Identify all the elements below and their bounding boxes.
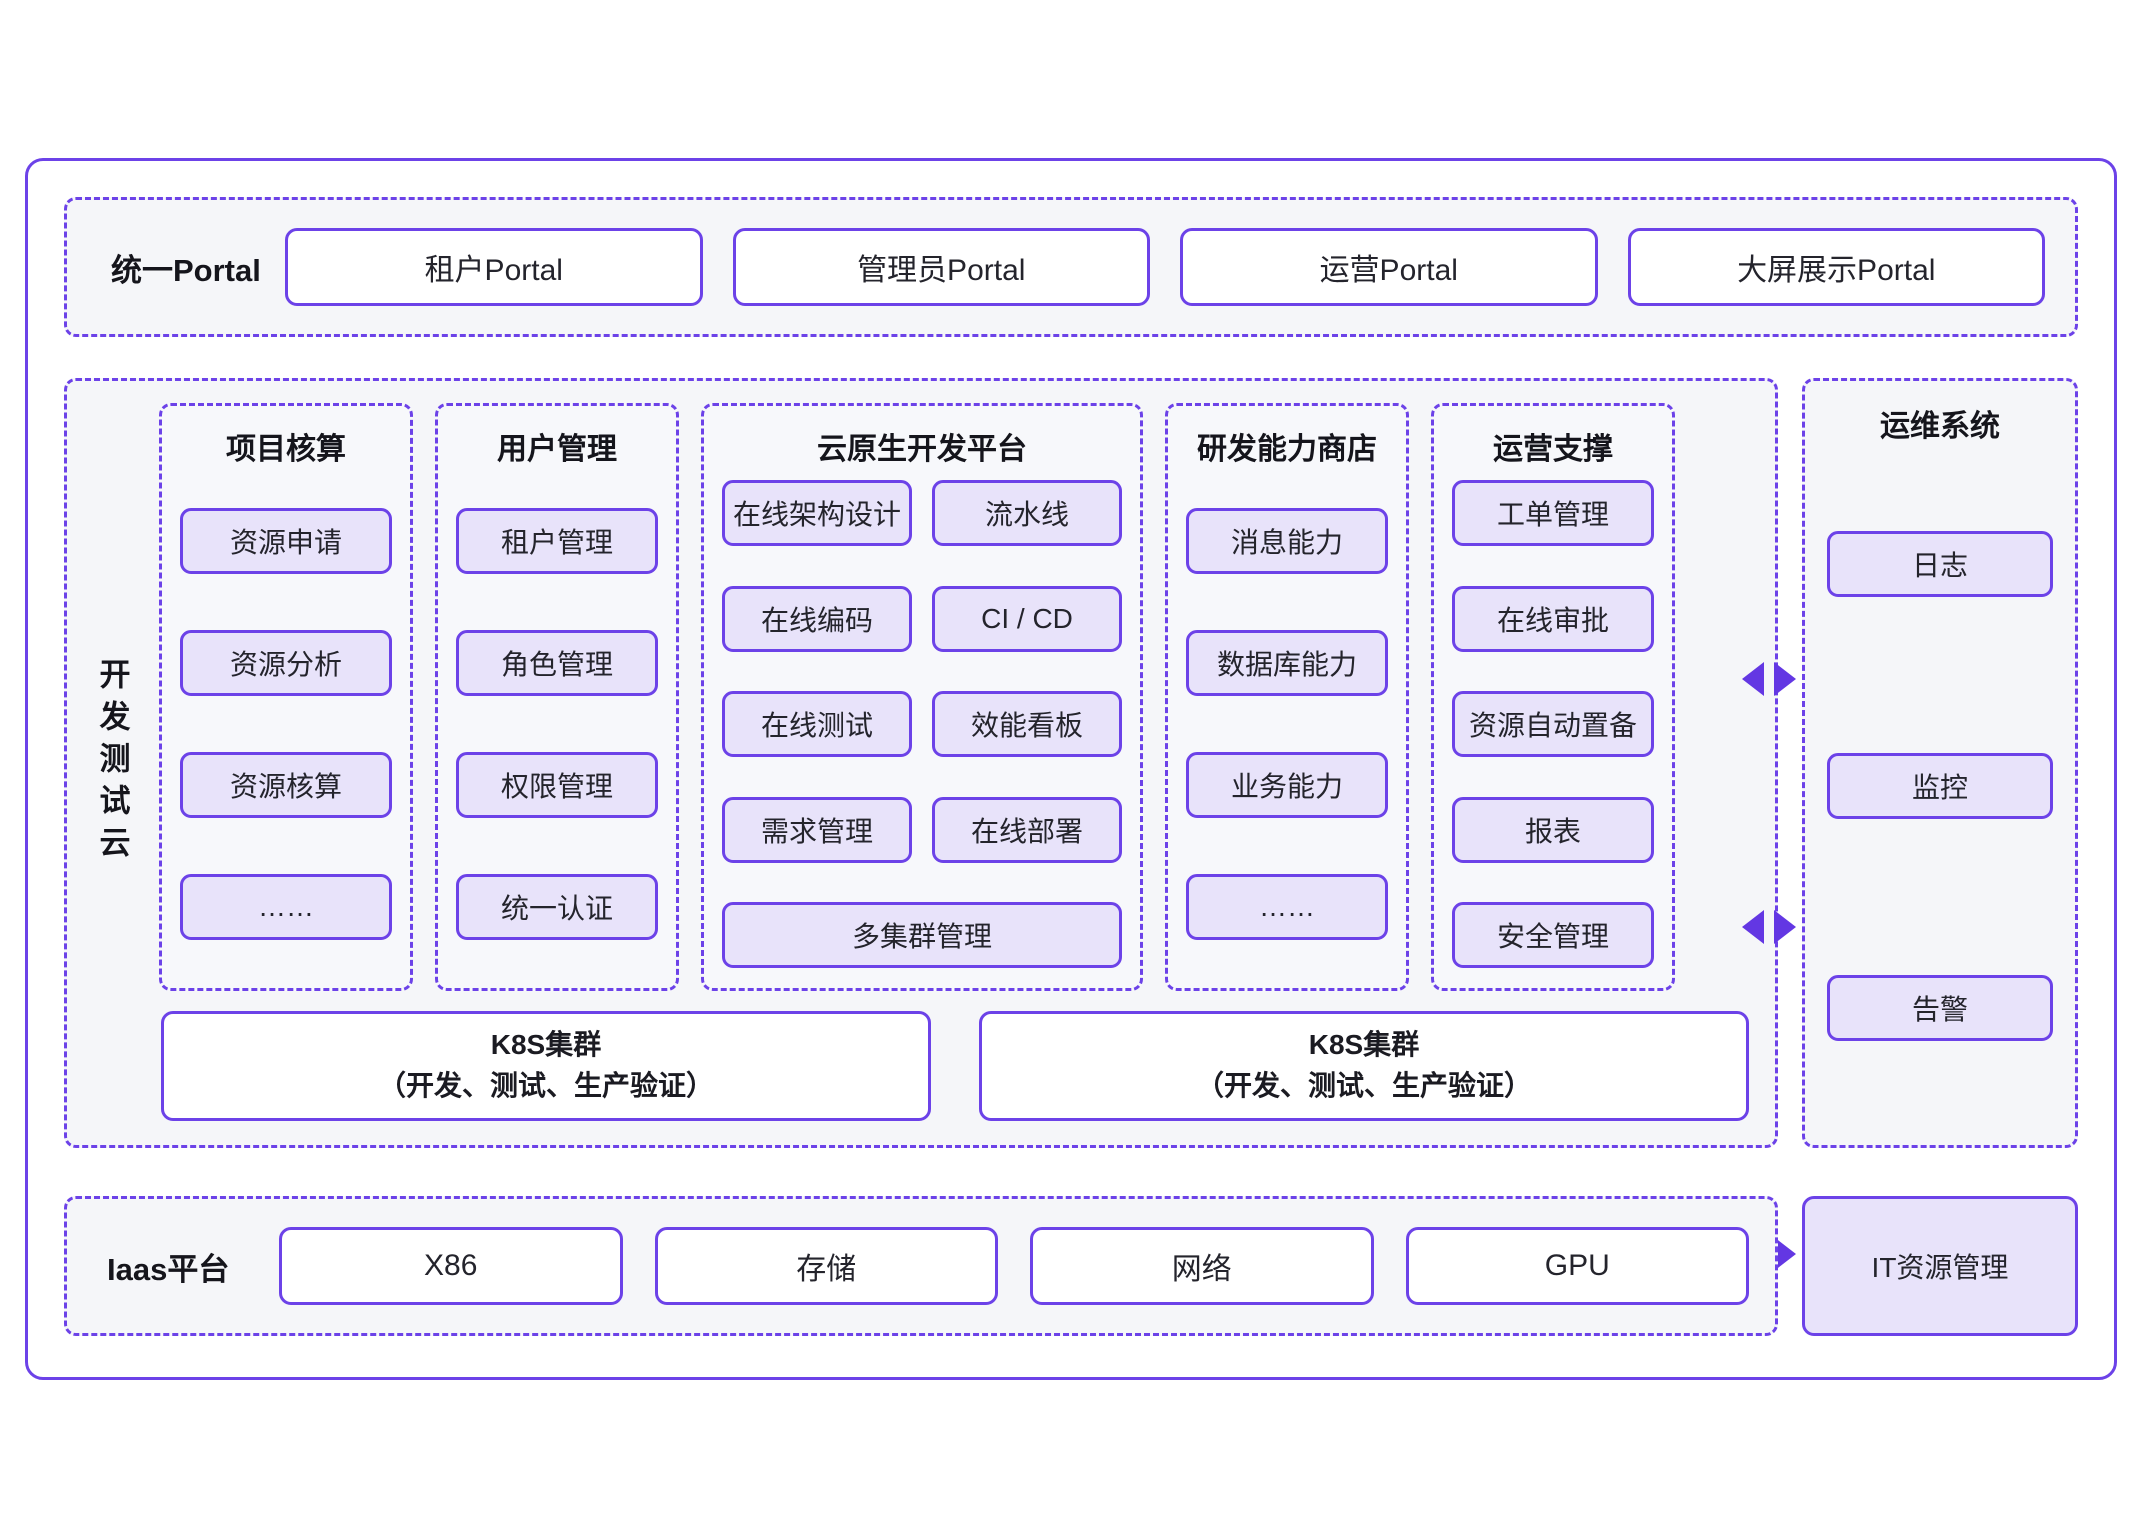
chip-resource-accounting[interactable]: 资源核算 (180, 752, 392, 818)
bidirectional-arrow-ops-top (1742, 662, 1796, 696)
column-items-project-accounting: 资源申请 资源分析 资源核算 …… (180, 480, 392, 968)
k8s-cluster-1-subtitle: （开发、测试、生产验证） (377, 1070, 714, 1101)
chip-tenant-management[interactable]: 租户管理 (456, 508, 658, 574)
arrow-left-icon (1742, 662, 1764, 696)
cloud-native-row-2: 在线编码 CI / CD (722, 585, 1122, 652)
column-user-management: 用户管理 租户管理 角色管理 权限管理 统一认证 (435, 403, 679, 991)
column-rnd-capability-store: 研发能力商店 消息能力 数据库能力 业务能力 …… (1165, 403, 1409, 991)
chip-efficiency-dashboard[interactable]: 效能看板 (932, 691, 1122, 757)
chip-online-coding[interactable]: 在线编码 (722, 585, 912, 652)
unified-portal-section: 统一Portal 租户Portal 管理员Portal 运营Portal 大屏展… (64, 197, 2078, 337)
k8s-cluster-row: K8S集群 （开发、测试、生产验证） K8S集群 （开发、测试、生产验证） (159, 1011, 1751, 1121)
chip-online-architecture-design[interactable]: 在线架构设计 (722, 480, 912, 546)
column-items-user-management: 租户管理 角色管理 权限管理 统一认证 (456, 480, 658, 968)
dev-test-cloud-section: 开发测试云 项目核算 资源申请 资源分析 资源核算 …… 用户管理 租户管理 角… (64, 378, 1778, 1148)
column-items-cloud-native-platform: 在线架构设计 流水线 在线编码 CI / CD 在线测试 效能看板 需求管理 在… (722, 480, 1122, 968)
arrow-left-icon (1742, 910, 1764, 944)
chip-message-capability[interactable]: 消息能力 (1186, 508, 1388, 574)
dev-test-cloud-body: 项目核算 资源申请 资源分析 资源核算 …… 用户管理 租户管理 角色管理 权限… (157, 381, 1775, 1145)
chip-online-testing[interactable]: 在线测试 (722, 691, 912, 757)
iaas-card-list: X86 存储 网络 GPU (269, 1227, 1775, 1305)
column-title-operation-support: 运营支撑 (1493, 433, 1613, 466)
cloud-native-row-3: 在线测试 效能看板 (722, 691, 1122, 757)
arrow-right-icon (1774, 1237, 1796, 1271)
ops-system-title: 运维系统 (1880, 410, 2000, 443)
column-project-accounting: 项目核算 资源申请 资源分析 资源核算 …… (159, 403, 413, 991)
column-title-rnd-capability-store: 研发能力商店 (1197, 433, 1377, 466)
column-items-operation-support: 工单管理 在线审批 资源自动置备 报表 安全管理 (1452, 480, 1654, 968)
ops-system-section: 运维系统 日志 监控 告警 (1802, 378, 2078, 1148)
dev-test-cloud-label-wrap: 开发测试云 (67, 381, 157, 1145)
chip-report[interactable]: 报表 (1452, 796, 1654, 863)
k8s-cluster-2-title: K8S集群 (1308, 1029, 1420, 1061)
chip-ci-cd[interactable]: CI / CD (932, 585, 1122, 652)
chip-ticket-management[interactable]: 工单管理 (1452, 480, 1654, 546)
chip-unified-auth[interactable]: 统一认证 (456, 874, 658, 940)
cloud-native-row-1: 在线架构设计 流水线 (722, 480, 1122, 546)
k8s-cluster-2-subtitle: （开发、测试、生产验证） (1195, 1070, 1532, 1101)
chip-database-capability[interactable]: 数据库能力 (1186, 630, 1388, 696)
portal-card-bigscreen[interactable]: 大屏展示Portal (1627, 228, 2045, 306)
column-title-project-accounting: 项目核算 (226, 433, 346, 466)
unified-portal-label: 统一Portal (111, 252, 261, 288)
dev-test-cloud-label: 开发测试云 (94, 658, 130, 868)
k8s-cluster-card-2[interactable]: K8S集群 （开发、测试、生产验证） (979, 1011, 1749, 1121)
chip-role-management[interactable]: 角色管理 (456, 630, 658, 696)
chip-security-management[interactable]: 安全管理 (1452, 902, 1654, 968)
arrow-right-icon (1774, 662, 1796, 696)
it-resource-management-card[interactable]: IT资源管理 (1802, 1196, 2078, 1336)
arrow-right-icon (1774, 910, 1796, 944)
iaas-card-gpu[interactable]: GPU (1405, 1227, 1749, 1305)
chip-permission-management[interactable]: 权限管理 (456, 752, 658, 818)
chip-resource-analysis[interactable]: 资源分析 (180, 630, 392, 696)
iaas-platform-section: Iaas平台 X86 存储 网络 GPU (64, 1196, 1778, 1336)
column-items-rnd-capability-store: 消息能力 数据库能力 业务能力 …… (1186, 480, 1388, 968)
portal-card-list: 租户Portal 管理员Portal 运营Portal 大屏展示Portal (271, 228, 2075, 306)
chip-auto-provisioning[interactable]: 资源自动置备 (1452, 691, 1654, 757)
portal-card-admin[interactable]: 管理员Portal (732, 228, 1150, 306)
column-title-user-management: 用户管理 (497, 433, 617, 466)
iaas-card-x86[interactable]: X86 (279, 1227, 623, 1305)
cloud-native-row-4: 需求管理 在线部署 (722, 796, 1122, 863)
chip-resource-apply[interactable]: 资源申请 (180, 508, 392, 574)
iaas-platform-label: Iaas平台 (107, 1251, 230, 1287)
portal-card-tenant[interactable]: 租户Portal (285, 228, 703, 306)
chip-multi-cluster-management[interactable]: 多集群管理 (722, 902, 1122, 968)
portal-card-operation[interactable]: 运营Portal (1180, 228, 1598, 306)
chip-online-deployment[interactable]: 在线部署 (932, 796, 1122, 863)
chip-requirement-management[interactable]: 需求管理 (722, 796, 912, 863)
column-title-cloud-native-platform: 云原生开发平台 (817, 433, 1027, 466)
k8s-cluster-card-1[interactable]: K8S集群 （开发、测试、生产验证） (161, 1011, 931, 1121)
chip-log[interactable]: 日志 (1827, 531, 2053, 597)
bidirectional-arrow-ops-bottom (1742, 910, 1796, 944)
chip-monitoring[interactable]: 监控 (1827, 753, 2053, 819)
chip-capability-more[interactable]: …… (1186, 874, 1388, 940)
chip-pipeline[interactable]: 流水线 (932, 480, 1122, 546)
iaas-card-network[interactable]: 网络 (1030, 1227, 1374, 1305)
ops-system-items: 日志 监控 告警 (1827, 453, 2053, 1119)
chip-online-approval[interactable]: 在线审批 (1452, 585, 1654, 652)
chip-business-capability[interactable]: 业务能力 (1186, 752, 1388, 818)
k8s-cluster-1-title: K8S集群 (490, 1029, 602, 1061)
architecture-outer-frame (25, 158, 2117, 1380)
column-operation-support: 运营支撑 工单管理 在线审批 资源自动置备 报表 安全管理 (1431, 403, 1675, 991)
chip-alarm[interactable]: 告警 (1827, 975, 2053, 1041)
capability-columns: 项目核算 资源申请 资源分析 资源核算 …… 用户管理 租户管理 角色管理 权限… (159, 403, 1751, 991)
iaas-card-storage[interactable]: 存储 (654, 1227, 998, 1305)
column-cloud-native-platform: 云原生开发平台 在线架构设计 流水线 在线编码 CI / CD 在线测试 效能看… (701, 403, 1143, 991)
chip-project-more[interactable]: …… (180, 874, 392, 940)
